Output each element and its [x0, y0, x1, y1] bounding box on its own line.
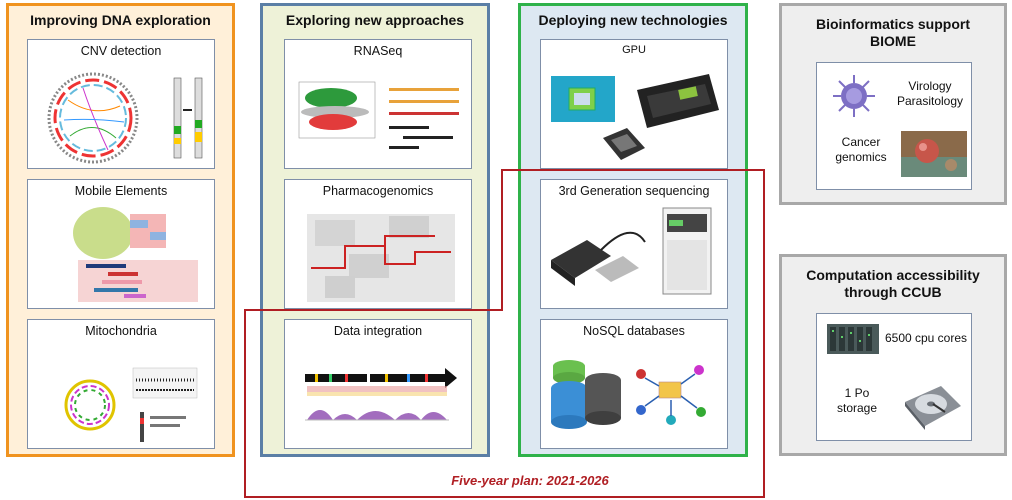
column-new-approaches: Exploring new approaches RNASeq Pharmaco…	[260, 3, 490, 457]
label-cpu-cores: 6500 cpu cores	[884, 331, 968, 345]
card-title: CNV detection	[80, 44, 162, 58]
mobile-elements-figure	[73, 207, 198, 302]
label-storage-amount: 1 Po	[844, 386, 870, 400]
card-title: GPU	[622, 44, 646, 56]
server-rack-image	[827, 324, 879, 354]
rnaseq-figure	[298, 81, 459, 149]
label-storage: storage	[836, 401, 878, 415]
card-cnv-detection: CNV detection	[27, 39, 215, 169]
card-gpu: GPU	[540, 39, 728, 169]
card-3rd-generation-sequencing: 3rd Generation sequencing	[540, 179, 728, 309]
cancer-cell-image	[901, 131, 967, 177]
nosql-figure	[551, 360, 706, 429]
column-new-technologies: Deploying new technologies GPU 3rd Gener…	[518, 3, 748, 457]
card-rnaseq: RNASeq	[284, 39, 472, 169]
label-genomics: genomics	[835, 150, 887, 164]
card-pharmacogenomics: Pharmacogenomics	[284, 179, 472, 309]
biome-content: Virology Parasitology Cancer genomics	[816, 62, 972, 190]
panel-computation-accessibility: Computation accessibility through CCUB 6…	[779, 254, 1007, 456]
data-integration-figure	[305, 368, 457, 421]
card-title: Mobile Elements	[74, 184, 168, 198]
virus-icon	[833, 75, 875, 117]
card-mitochondria: Mitochondria	[27, 319, 215, 449]
cnv-circos-figure	[47, 72, 203, 164]
column-dna-exploration: Improving DNA exploration CNV detection …	[6, 3, 235, 457]
panel-bioinformatics-support: Bioinformatics support BIOME Virology Pa…	[779, 3, 1007, 205]
column-title: Exploring new approaches	[285, 12, 465, 28]
label-parasitology: Parasitology	[896, 94, 964, 108]
card-mobile-elements: Mobile Elements	[27, 179, 215, 309]
label-cancer: Cancer	[841, 135, 881, 149]
mitochondria-figure	[64, 367, 198, 442]
sequencer-figure	[551, 207, 712, 295]
card-title: Mitochondria	[85, 324, 157, 338]
five-year-plan-label: Five-year plan: 2021-2026	[451, 473, 609, 488]
label-virology: Virology	[908, 79, 952, 93]
gpu-figure	[551, 74, 719, 160]
column-title: Deploying new technologies	[538, 12, 728, 28]
pharmacogenomics-figure	[307, 214, 455, 302]
ccub-content: 6500 cpu cores 1 Po storage	[816, 313, 972, 441]
hard-drive-image	[905, 386, 961, 430]
card-nosql-databases: NoSQL databases	[540, 319, 728, 449]
column-title: Improving DNA exploration	[30, 12, 211, 28]
card-data-integration: Data integration	[284, 319, 472, 449]
card-title: RNASeq	[353, 44, 403, 58]
panel-title: Bioinformatics support BIOME	[815, 16, 970, 49]
panel-title: Computation accessibility through CCUB	[806, 267, 980, 300]
